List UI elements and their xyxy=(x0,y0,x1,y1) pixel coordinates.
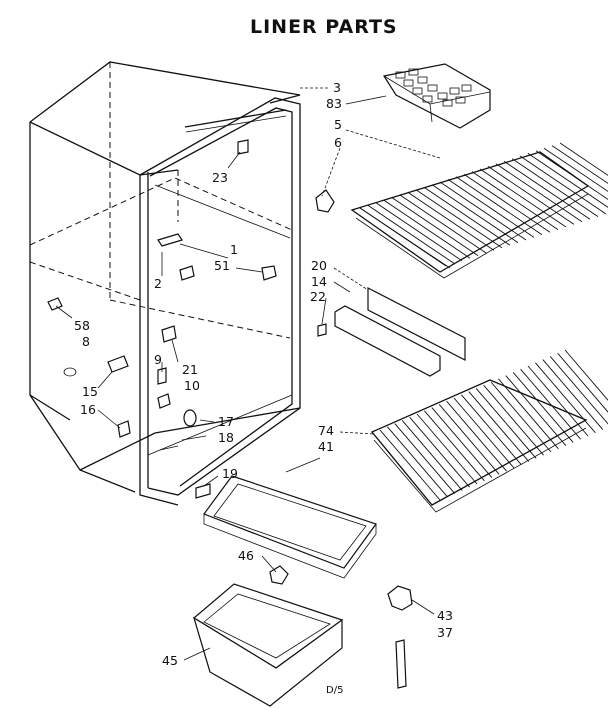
callout-9: 9 xyxy=(154,352,162,367)
callout-45: 45 xyxy=(162,653,178,668)
upper-shelf-rods-rod xyxy=(375,202,463,262)
callout-37: 37 xyxy=(437,625,453,640)
upper-wire-shelf xyxy=(350,151,590,279)
lower-shelf-rods-rod xyxy=(527,365,589,437)
lower-shelf-rods-rod xyxy=(446,400,507,472)
callout-74: 74 xyxy=(318,423,334,438)
lower-shelf-rods-rod xyxy=(379,429,441,501)
upper-shelf-rods-rod xyxy=(511,158,599,217)
callout-8: 8 xyxy=(82,334,90,349)
page-code: D/5 xyxy=(326,685,344,696)
callout-23: 23 xyxy=(212,170,228,185)
callout-5: 5 xyxy=(334,117,342,132)
callout-16: 16 xyxy=(80,402,96,417)
callout-15: 15 xyxy=(82,384,98,399)
upper-shelf-rods-rod xyxy=(391,197,479,256)
lower-shelf-rods-rod xyxy=(431,407,493,478)
upper-shelf-rods-rod xyxy=(383,199,471,259)
upper-shelf-rods-rod xyxy=(407,192,495,251)
lower-shelf-rods-rod xyxy=(542,359,604,430)
lower-shelf-rods-rod xyxy=(505,375,567,446)
cabinet-hardware xyxy=(47,139,277,499)
lower-shelf-rods-rod xyxy=(461,394,522,466)
callout-51: 51 xyxy=(214,258,230,273)
upper-shelf-rods xyxy=(359,142,608,267)
crisper-drawer xyxy=(192,583,344,707)
lower-shelf-rods-rod xyxy=(520,368,581,440)
lower-shelf-rods-rod xyxy=(549,356,608,425)
lower-shelf-rods-rod xyxy=(416,413,478,485)
lower-shelf-rods-rod xyxy=(475,388,537,459)
callout-21: 21 xyxy=(182,362,198,377)
leader-lines xyxy=(55,87,441,661)
callout-3: 3 xyxy=(333,80,341,95)
callout-6: 6 xyxy=(334,135,342,150)
upper-shelf-rods-rod xyxy=(551,145,608,184)
upper-shelf-rods-rod xyxy=(439,181,527,241)
upper-shelf-rods-rod xyxy=(359,207,447,267)
upper-shelf-rods-rod xyxy=(495,163,583,223)
callout-2: 2 xyxy=(154,276,162,291)
upper-shelf-rods-rod xyxy=(455,176,543,236)
upper-shelf-rods-rod xyxy=(471,171,559,230)
lower-shelf-rods-rod xyxy=(483,384,544,456)
callout-17: 17 xyxy=(218,414,234,429)
lower-shelf-rods-rod xyxy=(512,372,574,443)
lower-shelf-rods-rod xyxy=(438,404,500,475)
lower-shelf-rods-rod xyxy=(387,426,448,498)
upper-shelf-rods-rod xyxy=(415,189,503,249)
ice-cube-tray xyxy=(383,63,491,129)
callout-20: 20 xyxy=(311,258,327,273)
upper-shelf-rods-rod xyxy=(559,142,608,176)
lower-shelf-rods-rod xyxy=(490,381,552,453)
lower-shelf-rods-rod xyxy=(564,349,608,401)
shelf-support-rail xyxy=(317,287,466,377)
crisper-tray xyxy=(203,475,377,579)
lower-shelf-rods-rod xyxy=(424,410,485,482)
liner-cabinet xyxy=(29,61,301,506)
upper-shelf-rods-rod xyxy=(479,168,567,228)
lower-shelf-rods-rod xyxy=(498,378,559,450)
upper-shelf-rods-rod xyxy=(463,173,551,233)
upper-shelf-rods-rod xyxy=(431,184,519,243)
upper-shelf-rods-rod xyxy=(543,147,608,192)
callout-18: 18 xyxy=(218,430,234,445)
upper-shelf-rods-rod xyxy=(399,194,487,254)
callout-1: 1 xyxy=(230,242,238,257)
callout-43: 43 xyxy=(437,608,453,623)
upper-shelf-rods-rod xyxy=(527,153,608,208)
callout-58: 58 xyxy=(74,318,90,333)
lower-shelf-rods-rod xyxy=(557,352,608,413)
lower-shelf-rods-rod xyxy=(394,423,456,494)
lower-shelf-rods-rod xyxy=(535,362,596,434)
lower-shelf-rods xyxy=(379,349,608,501)
lower-shelf-rods-rod xyxy=(468,391,530,462)
lower-shelf-rods-rod xyxy=(401,420,463,491)
callout-41: 41 xyxy=(318,439,334,454)
upper-shelf-rods-rod xyxy=(423,186,511,246)
upper-shelf-rods-rod xyxy=(367,205,455,264)
callout-46: 46 xyxy=(238,548,254,563)
upper-shelf-rods-rod xyxy=(503,160,591,220)
lower-shelf-rods-rod xyxy=(453,397,515,469)
callout-10: 10 xyxy=(184,378,200,393)
shelf-clip xyxy=(315,189,335,213)
upper-shelf-rods-rod xyxy=(487,166,575,225)
callout-14: 14 xyxy=(311,274,327,289)
callout-22: 22 xyxy=(310,289,326,304)
lower-shelf-rods-rod xyxy=(409,416,470,488)
diagram-title: LINER PARTS xyxy=(250,16,398,38)
upper-shelf-rods-rod xyxy=(447,179,535,238)
callout-19: 19 xyxy=(222,466,238,481)
callout-83: 83 xyxy=(326,96,342,111)
lower-wire-shelf xyxy=(370,379,588,513)
upper-shelf-rods-rod xyxy=(519,155,607,215)
